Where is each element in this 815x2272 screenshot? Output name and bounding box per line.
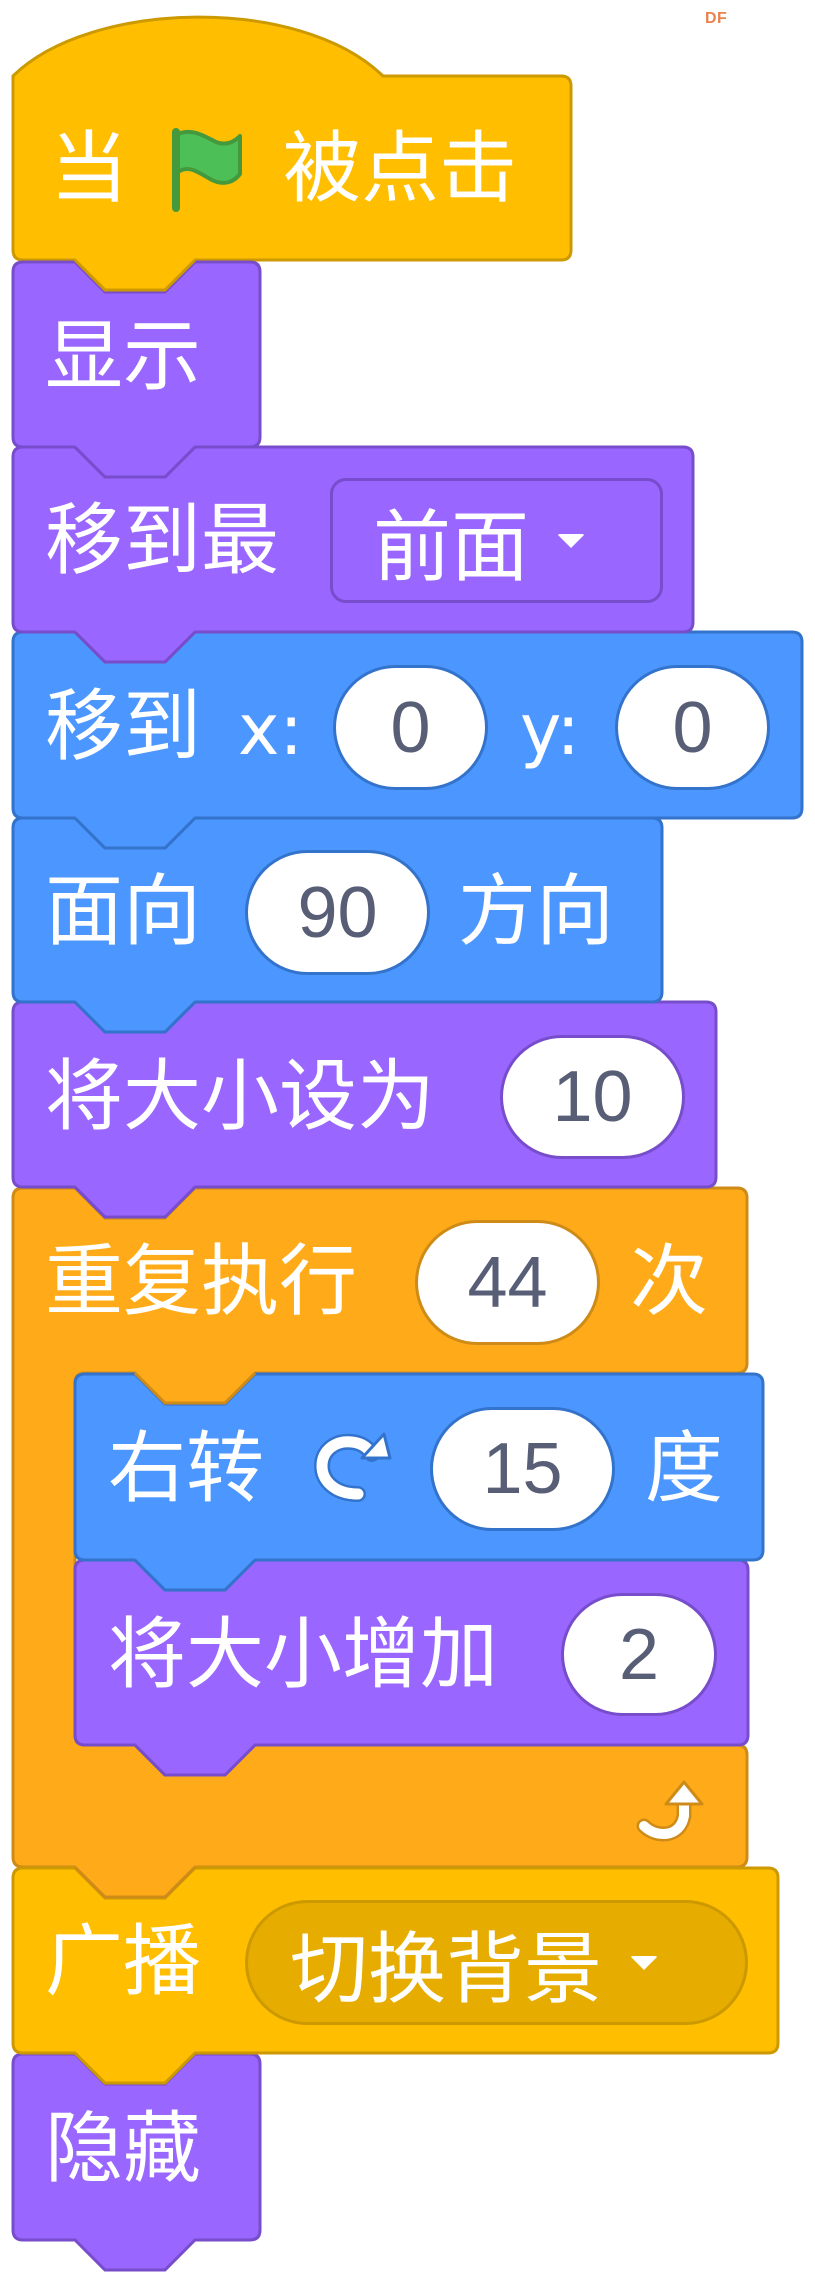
broadcast-message-value: 切换背景 <box>290 1924 603 2015</box>
hat-label-clicked: 被点击 <box>283 124 518 214</box>
hat-label-when: 当 <box>50 124 129 214</box>
hide-block[interactable] <box>11 2052 262 2272</box>
direction-suffix: 方向 <box>458 867 615 957</box>
show-block[interactable] <box>11 260 262 479</box>
layer-dropdown[interactable]: 前面 <box>330 478 663 603</box>
size-change-input[interactable]: 2 <box>561 1593 717 1716</box>
green-flag-icon <box>172 128 242 212</box>
direction-input[interactable]: 90 <box>245 850 430 975</box>
when-flag-clicked-block[interactable] <box>11 15 573 292</box>
turn-right-label: 右转 <box>108 1424 265 1514</box>
go-to-layer-label: 移到最 <box>45 496 280 586</box>
set-size-label: 将大小设为 <box>45 1052 436 1142</box>
repeat-suffix: 次 <box>630 1237 709 1327</box>
x-input[interactable]: 0 <box>333 665 488 790</box>
turn-degrees-input[interactable]: 15 <box>430 1407 615 1531</box>
broadcast-label: 广播 <box>45 1917 202 2007</box>
size-input[interactable]: 10 <box>500 1035 685 1159</box>
y-label: y: <box>520 689 580 771</box>
loop-arrow-icon <box>636 1780 704 1842</box>
repeat-label: 重复执行 <box>45 1237 358 1327</box>
chevron-down-icon <box>630 1955 659 1970</box>
broadcast-message-dropdown[interactable]: 切换背景 <box>245 1900 748 2025</box>
chevron-down-icon <box>557 533 586 548</box>
change-size-label: 将大小增加 <box>108 1610 499 1700</box>
repeat-count-input[interactable]: 44 <box>415 1220 600 1345</box>
degrees-suffix: 度 <box>645 1424 724 1514</box>
show-label: 显示 <box>45 312 202 402</box>
watermark: DF <box>705 10 728 27</box>
hide-label: 隐藏 <box>45 2104 202 2194</box>
go-to-label: 移到 <box>45 682 202 772</box>
layer-dropdown-value: 前面 <box>373 502 530 593</box>
y-input[interactable]: 0 <box>615 665 770 790</box>
x-label: x: <box>238 689 304 771</box>
rotate-clockwise-icon <box>313 1432 392 1502</box>
point-direction-label: 面向 <box>45 867 202 957</box>
